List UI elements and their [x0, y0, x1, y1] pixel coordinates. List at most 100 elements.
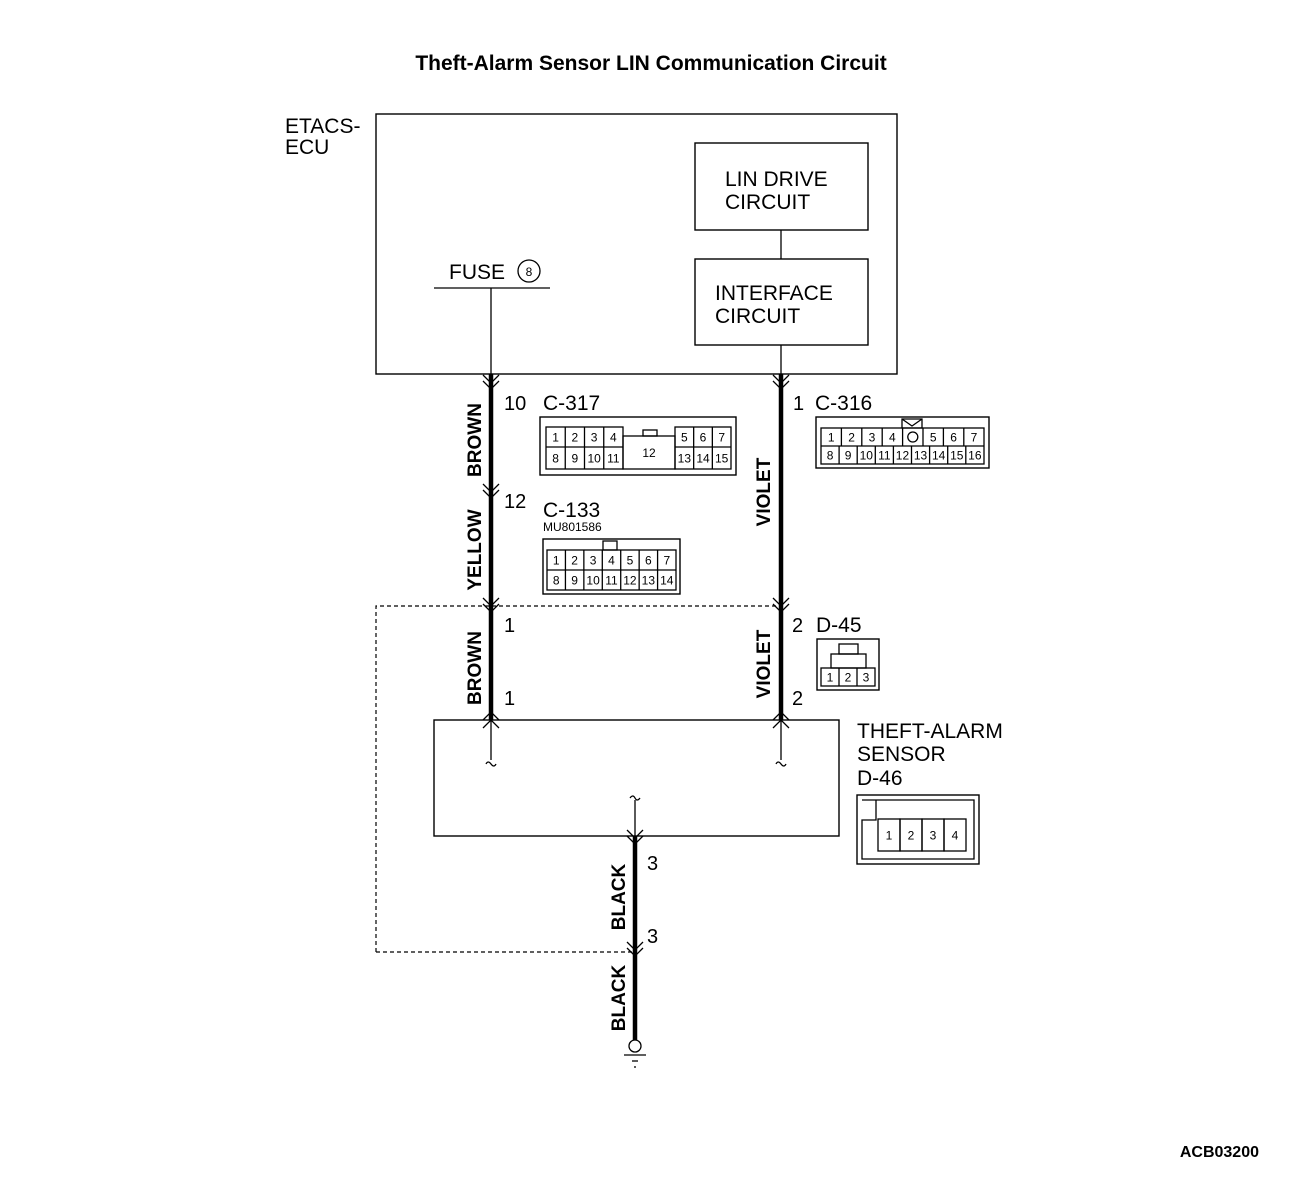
c133-pin-number: 12	[504, 491, 526, 513]
c316-row1-pin-label: 3	[869, 431, 876, 445]
c317-row2-pin-label: 8	[552, 452, 559, 466]
d45-pin-upper: 2	[792, 615, 803, 637]
right-wire-break	[775, 761, 787, 767]
left-wire-color-lower: BROWN	[465, 631, 486, 705]
c317-row2r-pin-label: 14	[696, 452, 710, 466]
interface-label-line1: INTERFACE	[715, 282, 833, 305]
c317-row2-pin-label: 9	[572, 452, 579, 466]
c317-row1r-pin-label: 6	[700, 431, 707, 445]
c316-row2-pin-label: 8	[827, 449, 834, 463]
c133-row2-pin-label: 8	[553, 574, 560, 588]
diagram-title: Theft-Alarm Sensor LIN Communication Cir…	[415, 52, 886, 75]
d45-row-pin-label: 3	[863, 671, 870, 685]
c316-row2-pin-label: 11	[878, 449, 891, 463]
c317-name: C-317	[543, 392, 600, 415]
left-wire-color-middle: YELLOW	[465, 509, 486, 590]
sensor-label-line2: SENSOR	[857, 743, 946, 766]
c316-row2-pin-label: 15	[950, 449, 964, 463]
d46-row-pin-label: 1	[886, 829, 893, 843]
c316-row1-pin-label: 1	[828, 431, 835, 445]
c133-row1-pin-label: 3	[590, 554, 597, 568]
ground-sensor-connector-mark	[626, 829, 644, 845]
ground-wire-color-upper: BLACK	[609, 863, 630, 930]
right-wire-color-upper: VIOLET	[754, 457, 775, 526]
c133-row1-pin-label: 1	[553, 554, 560, 568]
d45-name: D-45	[816, 614, 862, 637]
fuse-label: FUSE	[449, 261, 505, 284]
left-sensor-pin-upper: 1	[504, 615, 515, 637]
d45-row-pin-label: 2	[845, 671, 852, 685]
d46-row-pin-label: 2	[908, 829, 915, 843]
c133-row2-pin-label: 12	[623, 574, 637, 588]
c316-row1-pin-label: 6	[950, 431, 957, 445]
c316-row2-pin-label: 13	[914, 449, 928, 463]
d46-row-pin-label: 3	[930, 829, 937, 843]
c133-row1-pin-label: 6	[645, 554, 652, 568]
ground-point-icon	[628, 1039, 642, 1053]
c316-name: C-316	[815, 392, 872, 415]
c133-row1-pin-label: 7	[663, 554, 670, 568]
fuse-number-circle	[517, 259, 541, 283]
ecu-label-line2: ECU	[285, 136, 329, 159]
c316-row2-pin-label: 14	[932, 449, 946, 463]
ground-pin-upper: 3	[647, 853, 658, 875]
c316-key-circle	[907, 431, 919, 443]
c317-row1-pin-label: 4	[610, 431, 617, 445]
lin-drive-label-line1: LIN DRIVE	[725, 168, 828, 191]
ground-wire-color-lower: BLACK	[609, 964, 630, 1031]
c317-row1r-pin-label: 5	[681, 431, 688, 445]
harness-boundary	[375, 605, 781, 952]
c316-pin-number: 1	[793, 393, 804, 415]
c317-row1-pin-label: 2	[572, 431, 579, 445]
interface-label-line2: CIRCUIT	[715, 305, 800, 328]
left-wire-break	[485, 761, 497, 767]
c317-row2r-pin-label: 13	[678, 452, 692, 466]
d46-row-cell	[943, 818, 967, 852]
c133-row1-pin-label: 2	[571, 554, 578, 568]
c133-row1-pin-label: 5	[627, 554, 634, 568]
d46-row-pin-label: 4	[952, 829, 959, 843]
c316-connector-mark	[772, 374, 790, 390]
c316-row2-pin-label: 10	[860, 449, 874, 463]
theft-alarm-sensor-box	[433, 719, 840, 837]
right-wire-color-lower: VIOLET	[754, 629, 775, 698]
c317-row1-pin-label: 1	[552, 431, 559, 445]
c133-name: C-133	[543, 499, 600, 522]
sensor-label-line1: THEFT-ALARM	[857, 720, 1003, 743]
c133-connector-mark	[482, 483, 500, 499]
c316-row1-pin-label: 2	[848, 431, 855, 445]
d46-name: D-46	[857, 767, 903, 790]
ground-pin-lower: 3	[647, 926, 658, 948]
c316-row1-pin-label: 7	[971, 431, 978, 445]
fuse-number: 8	[526, 265, 533, 279]
ecu-label-line1: ETACS-	[285, 115, 360, 138]
c317-row2-pin-label: 10	[587, 452, 601, 466]
c133-row2-pin-label: 13	[642, 574, 656, 588]
lin-drive-label-line2: CIRCUIT	[725, 191, 810, 214]
ground-wire-break	[629, 795, 641, 801]
c317-pin-number: 10	[504, 393, 526, 415]
c133-row2-pin-label: 14	[660, 574, 674, 588]
c133-row1-pin-label: 4	[608, 554, 615, 568]
c317-connector-mark	[482, 374, 500, 390]
c133-row2-pin-label: 11	[605, 574, 618, 588]
c133-part-number: MU801586	[543, 520, 602, 534]
ground-joint-connector-mark	[626, 941, 644, 957]
ecu-box	[375, 113, 898, 375]
c316-row2-pin-label: 9	[845, 449, 852, 463]
left-sensor-pin-lower: 1	[504, 688, 515, 710]
c317-row2r-pin-label: 15	[715, 452, 729, 466]
c317-row1r-pin-label: 7	[718, 431, 725, 445]
left-wire-color-upper: BROWN	[465, 403, 486, 477]
c133-row2-pin-label: 10	[586, 574, 600, 588]
c316-row1-pin-label: 4	[889, 431, 896, 445]
c317-row1-pin-label: 3	[591, 431, 598, 445]
c133-row2-pin-label: 9	[571, 574, 578, 588]
c316-row2-pin-label: 12	[896, 449, 910, 463]
d45-pin-lower: 2	[792, 688, 803, 710]
